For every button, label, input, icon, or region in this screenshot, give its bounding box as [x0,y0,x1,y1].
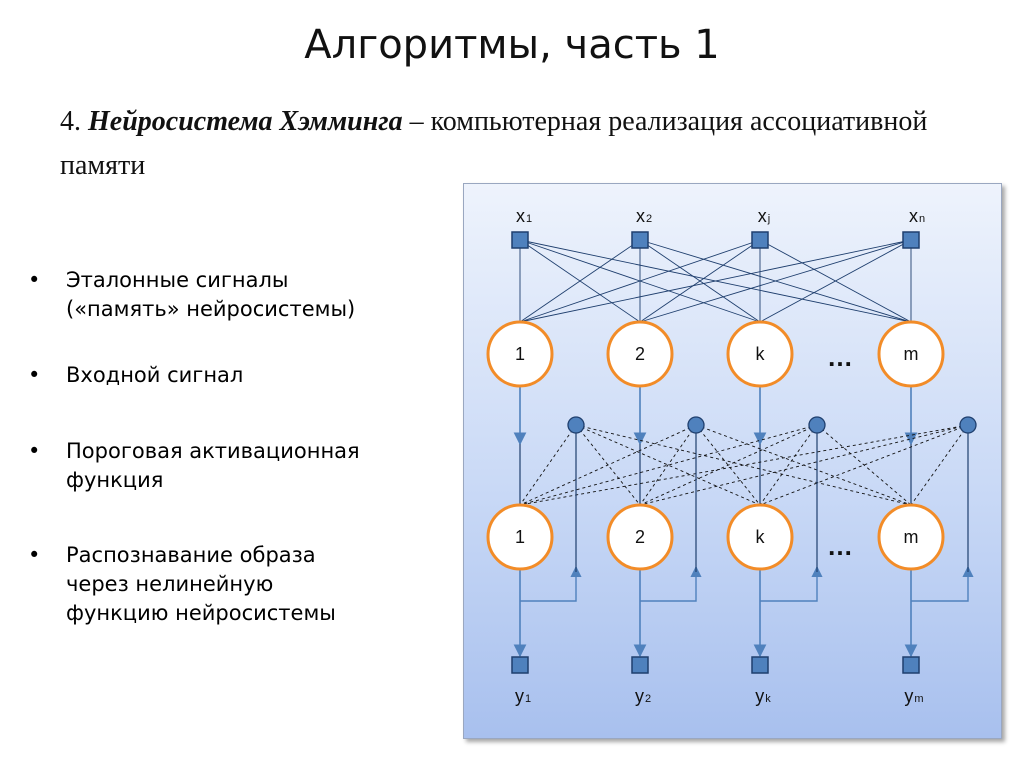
inhibition-dashed-line [639,424,969,506]
output-label: ym [904,686,923,706]
input-label: x2 [636,206,652,226]
bullet-dot-icon: • [28,439,41,463]
layer1-neuron-circle [486,320,554,388]
bullet-dot-icon: • [28,268,41,292]
layer2-neuron-label: 1 [515,527,525,547]
feedback-node-dot [567,416,585,434]
input-node-square [902,231,920,249]
feedback-loop-arrow [640,565,702,602]
input-label: xn [909,206,925,226]
bullet-line: через нелинейную [66,572,274,596]
output-label: y1 [515,686,531,706]
output-label: yk [755,686,771,706]
input-connection-line [519,239,641,323]
input-node-square [511,231,529,249]
layer1-neuron-circle [877,320,945,388]
output-label: y2 [635,686,651,706]
bullet-dot-icon: • [28,543,41,567]
output-node-square [631,656,649,674]
layer1-neuron-circle [606,320,674,388]
layer1-neuron-circle [726,320,794,388]
input-node-square [631,231,649,249]
slide-subtitle: 4. Нейросистема Хэмминга – компьютерная … [60,100,960,188]
output-node-square [751,656,769,674]
input-label-subscript: 2 [646,213,652,225]
inhibition-dashed-line [639,424,697,506]
bullet-item: • Эталонные сигналы («память» нейросисте… [28,266,448,324]
input-label-subscript: 1 [526,213,532,225]
feedback-loop-arrow [911,565,974,602]
layer1-neuron-label: 1 [515,344,525,364]
output-label-subscript: m [914,693,923,705]
inhibition-dashed-line [575,424,641,506]
network-svg: 1 2 k m 1 2 k m … … x1 x2 xj xn y1 y2 yk ym [486,206,977,706]
layer2-neuron-circle [606,503,674,571]
bullet-item: • Пороговая активационная функция [28,437,448,495]
inhibition-dashed-line [910,424,969,506]
inhibition-dashed-line [639,424,818,506]
output-label-subscript: 1 [525,693,531,705]
slide-title: Алгоритмы, часть 1 [304,22,720,68]
input-connection-line [639,239,912,323]
bullet-item: • Входной сигнал [28,361,448,390]
input-connection-line [519,239,761,323]
inhibition-dashed-line [759,424,969,506]
inhibition-dashed-line [695,424,761,506]
input-label: x1 [516,206,532,226]
bullet-line: функцию нейросистемы [66,601,336,625]
output-node-square [902,656,920,674]
inhibition-dashed-line [816,424,912,506]
inhibition-dashed-line [759,424,818,506]
layer2-neuron-label: k [756,527,766,547]
feedback-loop-arrow [520,565,582,602]
hamming-network-diagram: 1 2 k m 1 2 k m … … x1 x2 xj xn y1 y2 yk ym [463,183,1002,739]
input-connection-line [639,239,761,323]
inhibition-dashed-line [519,424,697,506]
subtitle-rest: – компьютерная реализация ассоциативной … [60,106,928,181]
feedback-loop-arrow [760,565,823,602]
layer1-neuron-label: 2 [635,344,645,364]
input-node-square [751,231,769,249]
bullet-dot-icon: • [28,363,41,387]
ellipsis-label: … [827,342,853,372]
bullet-line: функция [66,468,164,492]
output-label-subscript: 2 [645,693,651,705]
output-label-subscript: k [765,693,771,705]
bullet-line: Распознавание образа [66,543,316,567]
inhibition-dashed-line [519,424,577,506]
inhibition-dashed-line [519,424,969,506]
subtitle-number: 4. [60,106,88,137]
ellipsis-label: … [827,531,853,561]
input-label: xj [758,206,770,226]
layer1-neuron-label: k [756,344,766,364]
output-node-square [511,656,529,674]
layer2-neuron-circle [486,503,554,571]
feedback-node-dot [959,416,977,434]
bullet-line: Пороговая активационная [66,439,360,463]
subtitle-bold-term: Нейросистема Хэмминга [88,106,403,137]
input-connection-line [759,239,912,323]
bullet-line: («память» нейросистемы) [66,297,356,321]
bullet-line: Входной сигнал [66,363,244,387]
input-label-subscript: n [919,213,925,225]
layer1-neuron-label: m [904,344,919,364]
input-label-subscript: j [767,213,770,225]
bullet-item: • Распознавание образа через нелинейную … [28,541,448,628]
feedback-node-dot [687,416,705,434]
feedback-node-dot [808,416,826,434]
bullet-list: • Эталонные сигналы («память» нейросисте… [28,266,448,628]
layer2-neuron-label: 2 [635,527,645,547]
input-connection-line [519,239,912,323]
bullet-line: Эталонные сигналы [66,268,289,292]
layer2-neuron-label: m [904,527,919,547]
layer2-neuron-circle [877,503,945,571]
layer2-neuron-circle [726,503,794,571]
